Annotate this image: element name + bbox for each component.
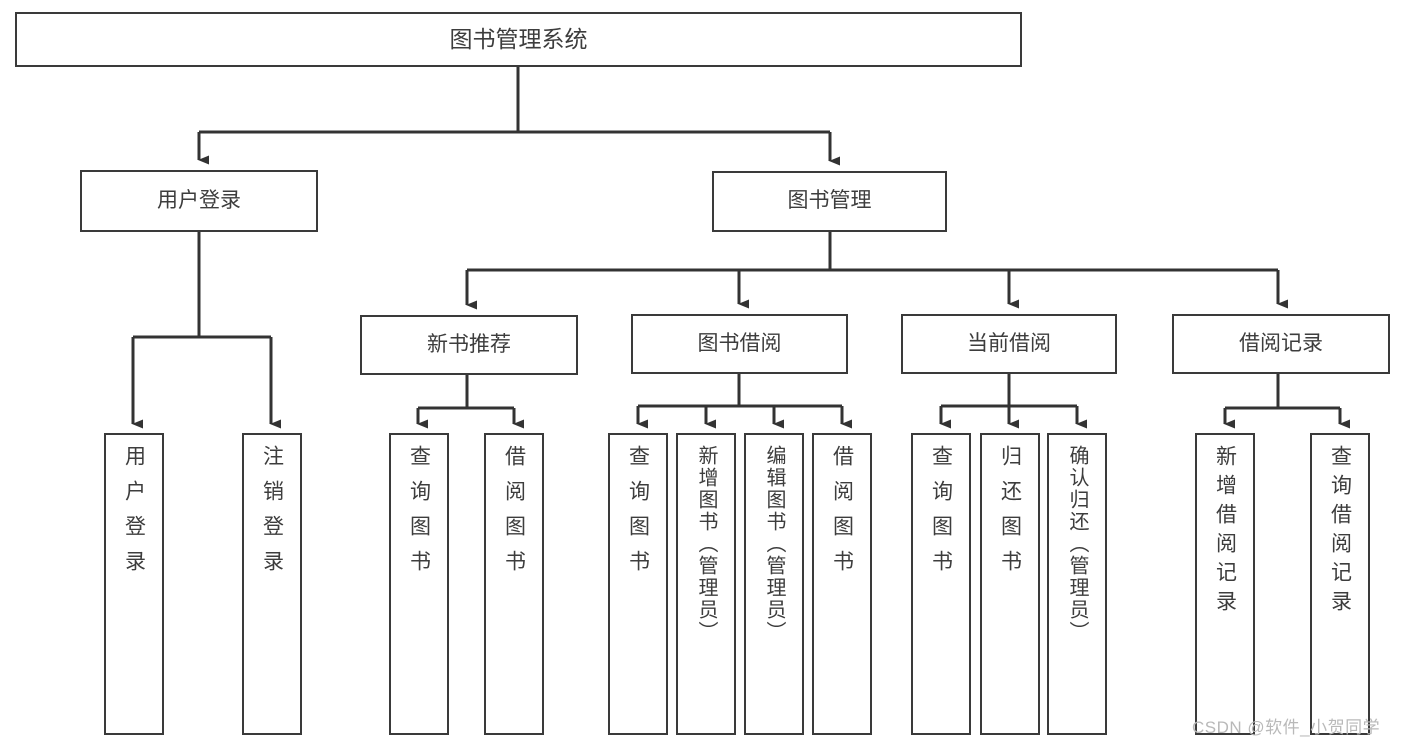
- node-label: 新增图书（管理员）: [695, 445, 717, 643]
- node-leaf-query-book-2[interactable]: 查询图书: [608, 433, 668, 735]
- node-label: 借阅图书: [502, 445, 526, 585]
- node-leaf-user-login[interactable]: 用户登录: [104, 433, 164, 735]
- node-label: 归还图书: [998, 445, 1022, 585]
- node-new-book-recommend[interactable]: 新书推荐: [360, 315, 578, 375]
- node-leaf-add-record[interactable]: 新增借阅记录: [1195, 433, 1255, 735]
- csdn-watermark: CSDN @软件_小贺同学: [1192, 718, 1381, 737]
- node-leaf-query-book-1[interactable]: 查询图书: [389, 433, 449, 735]
- node-label: 借阅记录: [1239, 331, 1323, 355]
- node-label: 图书管理系统: [449, 25, 588, 52]
- node-label: 新增借阅记录: [1213, 445, 1237, 619]
- node-leaf-borrow-book-2[interactable]: 借阅图书: [812, 433, 872, 735]
- node-root-图书管理系统[interactable]: 图书管理系统: [15, 12, 1022, 67]
- node-label: 借阅图书: [830, 445, 854, 585]
- node-label: 当前借阅: [967, 331, 1051, 355]
- node-book-borrow[interactable]: 图书借阅: [631, 314, 848, 374]
- node-leaf-query-book-3[interactable]: 查询图书: [911, 433, 971, 735]
- node-leaf-add-book[interactable]: 新增图书（管理员）: [676, 433, 736, 735]
- node-label: 确认归还（管理员）: [1066, 445, 1088, 643]
- node-leaf-edit-book[interactable]: 编辑图书（管理员）: [744, 433, 804, 735]
- node-borrow-record[interactable]: 借阅记录: [1172, 314, 1390, 374]
- node-label: 图书管理: [787, 189, 872, 213]
- node-leaf-confirm-return[interactable]: 确认归还（管理员）: [1047, 433, 1107, 735]
- node-leaf-borrow-book-1[interactable]: 借阅图书: [484, 433, 544, 735]
- node-current-borrow[interactable]: 当前借阅: [901, 314, 1117, 374]
- node-label: 编辑图书（管理员）: [763, 445, 785, 643]
- node-leaf-query-record[interactable]: 查询借阅记录: [1310, 433, 1370, 735]
- node-label: 查询图书: [626, 445, 650, 585]
- node-leaf-return-book[interactable]: 归还图书: [980, 433, 1040, 735]
- node-user-login[interactable]: 用户登录: [80, 170, 318, 232]
- node-book-management[interactable]: 图书管理: [712, 171, 947, 232]
- node-label: 查询借阅记录: [1328, 445, 1352, 619]
- node-label: 新书推荐: [427, 332, 511, 356]
- node-label: 用户登录: [157, 188, 241, 212]
- node-label: 图书借阅: [697, 331, 782, 355]
- node-leaf-logout[interactable]: 注销登录: [242, 433, 302, 735]
- node-label: 查询图书: [929, 445, 953, 585]
- node-label: 用户登录: [122, 445, 146, 585]
- node-label: 注销登录: [260, 445, 284, 585]
- node-label: 查询图书: [407, 445, 431, 585]
